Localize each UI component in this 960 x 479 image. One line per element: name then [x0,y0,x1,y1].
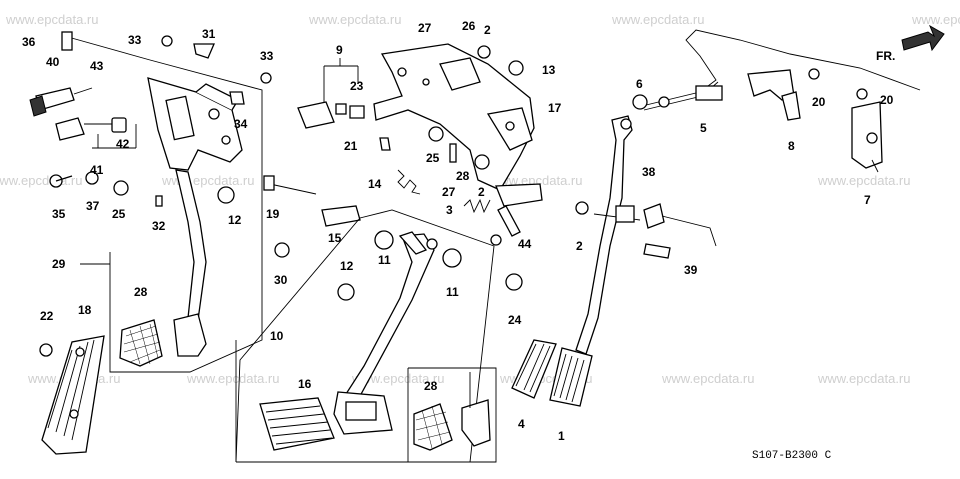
callout-28: 28 [456,169,470,183]
callout-1: 1 [558,429,565,443]
callout-7: 7 [864,193,871,207]
callout-10: 10 [270,329,284,343]
callout-42: 42 [116,137,130,151]
callout-23: 23 [350,79,364,93]
watermark-text: www.epcdata.ru [351,371,445,386]
front-direction-arrow: FR. [876,24,945,63]
pedal-pad-rubber-2 [413,403,453,451]
callout-30: 30 [274,273,288,287]
watermark-text: www.epcdata.ru [817,371,911,386]
callout-44: 44 [518,237,532,251]
callout-2: 2 [576,239,583,253]
callout-2: 2 [478,185,485,199]
watermark-text: www.epcdata.ru [489,173,583,188]
callout-13: 13 [542,63,556,77]
callout-39: 39 [684,263,698,277]
callout-12: 12 [340,259,354,273]
callout-36: 36 [22,35,36,49]
brake-switch [297,101,365,129]
clutch-switch [29,31,93,117]
callout-28: 28 [424,379,438,393]
callout-26: 26 [462,19,476,33]
callout-33: 33 [128,33,142,47]
callout-17: 17 [548,101,562,115]
callout-11: 11 [378,253,391,267]
callout-35: 35 [52,207,66,221]
watermark-text: www.epcdata.ru [611,12,705,27]
brake-pedal-group [235,209,497,463]
callout-24: 24 [508,313,522,327]
watermark-text: www.epcdata.ru [817,173,911,188]
callout-29: 29 [52,257,66,271]
callout-31: 31 [202,27,216,41]
callout-15: 15 [328,231,342,245]
callout-25: 25 [426,151,440,165]
watermark-text: www.epcdata.ru [0,173,83,188]
pivot-bolt [263,175,317,195]
callout-9: 9 [336,43,343,57]
diagram-code: S107-B2300 C [752,450,832,462]
callout-16: 16 [298,377,312,391]
callout-18: 18 [78,303,92,317]
callout-27: 27 [442,185,456,199]
callout-14: 14 [368,177,382,191]
callout-6: 6 [636,77,643,91]
callout-4: 4 [518,417,525,431]
collar [321,205,361,227]
callout-38: 38 [642,165,656,179]
callout-3: 3 [446,203,453,217]
callout-22: 22 [40,309,54,323]
callout-28: 28 [134,285,148,299]
callout-37: 37 [86,199,100,213]
spring-14 [397,169,421,195]
watermark-text: www.epcdata.ru [5,12,99,27]
callout-43: 43 [90,59,104,73]
callout-25: 25 [112,207,126,221]
callout-2: 2 [484,23,491,37]
clutch-pedal-group [29,31,272,373]
watermark-text: www.epcdata.ru [308,12,402,27]
watermark-text: www.epcdata.ru [661,371,755,386]
callout-21: 21 [344,139,358,153]
callout-11: 11 [446,285,459,299]
leader-lines [80,58,879,356]
callout-5: 5 [700,121,707,135]
callout-27: 27 [418,21,432,35]
callout-19: 19 [266,207,280,221]
callout-20: 20 [880,93,894,107]
callout-32: 32 [152,219,166,233]
watermark-text: www.epcdata.ru [186,371,280,386]
callout-41: 41 [90,163,104,177]
watermark-text: www.epcdata.ru [161,173,255,188]
callout-34: 34 [234,117,248,131]
switch-41 [55,117,127,141]
pedal-bracket [373,43,535,191]
callout-labels: 1 2 2 2 3 4 5 6 7 8 9 10 11 11 12 12 13 … [22,19,894,443]
watermark-text: www.epcdata.ru [911,12,960,27]
brake-pad-rubber [259,397,335,451]
spring-3 [463,198,491,214]
callout-33: 33 [260,49,274,63]
accelerator-pedal-group [511,29,921,407]
pedal-pad-rubber [119,319,163,367]
callout-8: 8 [788,139,795,153]
direction-label: FR. [876,49,895,63]
foot-rest-plate [39,335,105,455]
callout-12: 12 [228,213,242,227]
callout-20: 20 [812,95,826,109]
callout-40: 40 [46,55,60,69]
